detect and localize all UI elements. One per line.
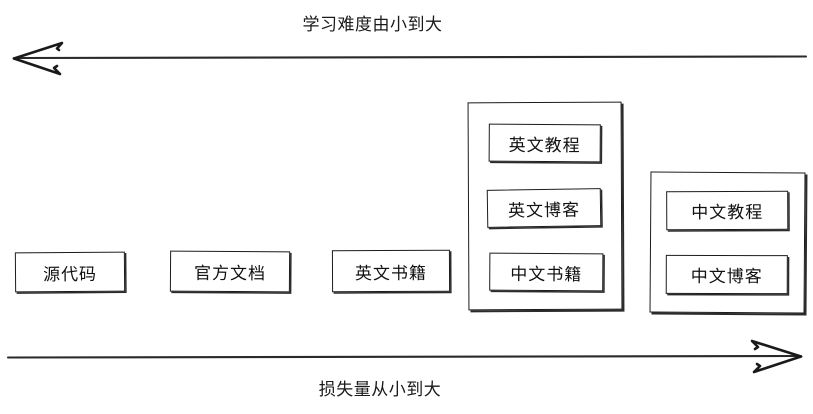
node-label: 中文博客 <box>690 266 763 288</box>
node-english-blog[interactable]: 英文博客 <box>486 188 602 228</box>
node-official-docs[interactable]: 官方文档 <box>169 250 291 293</box>
node-label: 英文教程 <box>508 135 581 156</box>
arrow-left-icon <box>12 41 808 76</box>
arrow-right-icon <box>6 339 803 374</box>
node-label: 中文教程 <box>691 202 764 224</box>
top-axis-label: 学习难度由小到大 <box>302 15 443 35</box>
bottom-axis-label: 损失量从小到大 <box>318 380 442 400</box>
node-label: 源代码 <box>42 264 98 285</box>
node-source-code[interactable]: 源代码 <box>14 251 126 293</box>
node-english-books[interactable]: 英文书籍 <box>331 249 451 293</box>
node-chinese-tutorial[interactable]: 中文教程 <box>666 190 789 231</box>
node-label: 官方文档 <box>193 263 267 285</box>
node-label: 中文书籍 <box>510 264 583 285</box>
node-english-tutorial[interactable]: 英文教程 <box>488 123 601 163</box>
node-chinese-blog[interactable]: 中文博客 <box>665 254 788 295</box>
node-label: 英文书籍 <box>354 263 428 284</box>
node-chinese-books[interactable]: 中文书籍 <box>489 252 604 292</box>
group-chinese-resources: 中文教程 中文博客 <box>649 171 806 314</box>
node-label: 英文博客 <box>507 199 581 222</box>
group-english-tutorials: 英文教程 英文博客 中文书籍 <box>467 101 623 311</box>
